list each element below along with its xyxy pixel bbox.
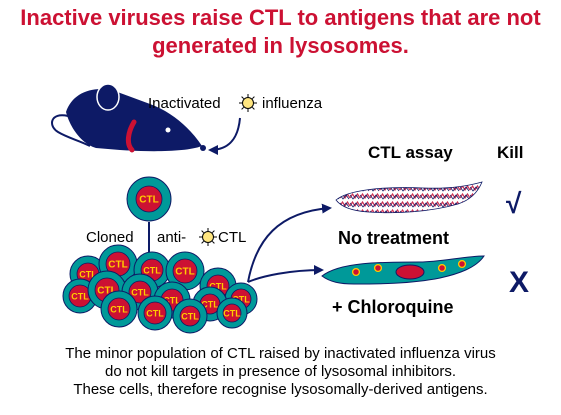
kill-header: Kill: [497, 143, 524, 162]
immunize-arrow: [208, 117, 241, 155]
virus-icon: [199, 228, 217, 246]
ctl-cell-label: CTL: [175, 267, 194, 278]
ctl-cell-icon: CTL: [126, 176, 172, 222]
no-treatment-label: No treatment: [338, 228, 450, 248]
caption-line-1: The minor population of CTL raised by in…: [65, 345, 496, 362]
target-cell-icon: [321, 255, 485, 285]
ctl-cell-label: CTL: [232, 295, 250, 305]
ctl-cell-label: CTL: [139, 195, 158, 206]
chloroquine-label: + Chloroquine: [332, 297, 454, 317]
inactivated-label: Inactivated: [148, 95, 221, 112]
virus-icon: [239, 94, 257, 112]
caption-line-3: These cells, therefore recognise lysosom…: [73, 381, 488, 398]
ctl-cell-label: CTL: [223, 309, 241, 319]
ctl-cell-label: CTL: [143, 266, 161, 276]
ctl-cell-label: CTL: [209, 282, 227, 292]
kill-x-mark: X: [509, 266, 530, 299]
ctl-cell-label: CTL: [131, 288, 149, 298]
ctl-cell-label: CTL: [146, 309, 164, 319]
ctl-cell-label: CTL: [97, 286, 116, 297]
ctl-cell-label: CTL: [181, 312, 199, 322]
mouse-icon: [51, 83, 206, 153]
ctl-assay-header: CTL assay: [368, 143, 453, 162]
cloned-label: Cloned: [86, 229, 134, 246]
target-cell-icon: [335, 181, 483, 214]
ctl-cell-icon: CTL: [165, 251, 205, 291]
ctl-cell-label: CTL: [163, 296, 181, 306]
ctl-cell-icon: CTL: [172, 298, 208, 334]
assay-arrow-lower: [247, 265, 324, 283]
ctl-cell-icon: CTL: [137, 295, 173, 331]
ctl-cell-label: CTL: [108, 260, 127, 271]
ctl-cell-label: CTL: [201, 300, 219, 310]
ctl-cell-label: CTL: [71, 292, 89, 302]
kill-check-mark: √: [506, 188, 522, 219]
slide-title-line-1: Inactive viruses raise CTL to antigens t…: [20, 5, 541, 30]
ctl-cell-label: CTL: [79, 270, 97, 280]
influenza-label: influenza: [262, 95, 323, 112]
ctl-label: CTL: [218, 229, 247, 246]
ctl-cell-icon: CTL: [100, 290, 138, 328]
ctl-cell-label: CTL: [110, 305, 128, 315]
caption-line-2: do not kill targets in presence of lysos…: [104, 363, 456, 380]
assay-arrow-upper: [247, 203, 332, 283]
ctl-cell-icon: CTL: [216, 297, 248, 329]
anti-label: anti-: [157, 229, 187, 246]
slide-title-line-2: generated in lysosomes.: [152, 33, 409, 58]
